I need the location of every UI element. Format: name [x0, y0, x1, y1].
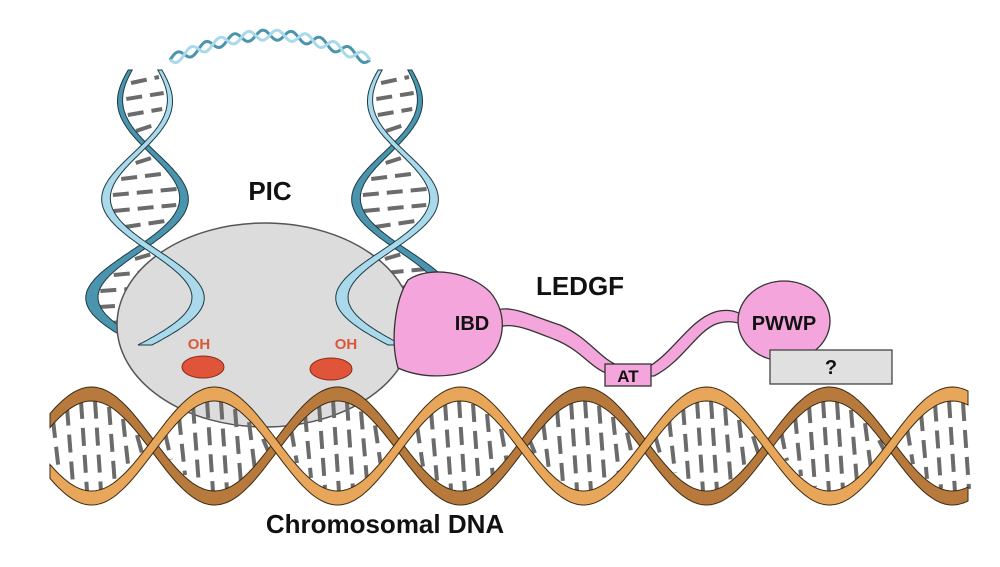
base-pair — [835, 401, 845, 491]
base-pair — [51, 419, 61, 473]
base-pair — [79, 400, 89, 492]
base-pair — [134, 251, 156, 261]
unknown-factor-box — [769, 349, 893, 385]
pwwp-label: PWWP — [752, 313, 816, 335]
oh-label-left: OH — [188, 336, 211, 353]
base-pair — [485, 413, 495, 479]
base-pair — [233, 408, 243, 484]
base-pair — [163, 432, 173, 460]
base-pair — [863, 422, 873, 470]
base-pair — [113, 203, 177, 213]
unknown-factor-label: ? — [825, 357, 837, 379]
base-pair — [415, 425, 425, 467]
base-pair — [219, 401, 229, 491]
base-pair — [919, 412, 929, 480]
base-pair — [457, 399, 467, 493]
base-pair — [569, 401, 579, 491]
base-pair — [135, 155, 155, 165]
oh-marker-left — [181, 355, 225, 379]
base-pair — [905, 427, 915, 465]
base-pair — [377, 107, 413, 117]
base-pair — [376, 91, 414, 101]
base-pair — [363, 203, 427, 213]
base-pair — [331, 399, 341, 493]
base-pair — [374, 219, 416, 229]
base-pair — [625, 432, 635, 460]
base-pair — [345, 402, 355, 490]
base-pair — [499, 428, 509, 464]
base-pair — [317, 403, 327, 489]
base-pair — [541, 421, 551, 471]
base-pair — [709, 400, 719, 492]
base-pair — [370, 171, 420, 181]
base-pair — [961, 402, 971, 490]
pic-label: PIC — [248, 176, 292, 206]
base-pair — [384, 251, 406, 261]
arch-strand-front — [169, 28, 372, 64]
base-pair — [933, 403, 943, 489]
base-pair — [385, 123, 405, 133]
base-pair — [723, 407, 733, 485]
base-pair — [191, 405, 201, 487]
base-pair — [807, 404, 817, 488]
base-pair — [443, 402, 453, 490]
base-pair — [380, 75, 410, 85]
base-pair — [112, 187, 178, 197]
base-pair — [135, 123, 155, 133]
ibd-domain — [393, 271, 503, 377]
base-pair — [681, 406, 691, 486]
base-pair — [373, 425, 383, 467]
base-pair — [303, 413, 313, 479]
chromosome-strand-back — [49, 386, 969, 506]
base-pair — [471, 403, 481, 489]
base-pair — [611, 416, 621, 476]
ibd-label: IBD — [455, 313, 489, 335]
base-pair — [93, 400, 103, 492]
base-pair — [126, 91, 164, 101]
base-pair — [135, 434, 145, 458]
base-pair — [667, 418, 677, 474]
base-pair — [555, 408, 565, 484]
chromosome-strand-front — [49, 386, 969, 506]
base-pair — [737, 419, 747, 473]
base-pair — [289, 428, 299, 464]
chromosomal-dna-helix — [49, 386, 971, 506]
base-pair — [177, 416, 187, 476]
base-pair — [127, 107, 163, 117]
ledgf-label: LEDGF — [536, 271, 624, 301]
base-pair — [597, 405, 607, 487]
chromosomal-dna-label: Chromosomal DNA — [266, 509, 505, 539]
base-pair — [124, 219, 166, 229]
viral-dna-left-strand-front — [101, 69, 205, 346]
viral-dna-arch — [168, 28, 372, 64]
oh-marker-right — [309, 357, 353, 381]
base-pair — [359, 411, 369, 481]
oh-label-right: OH — [335, 336, 358, 353]
base-pair — [120, 171, 170, 181]
base-pair — [947, 399, 957, 493]
base-pair — [130, 75, 160, 85]
base-pair — [821, 400, 831, 492]
base-pair — [205, 400, 215, 492]
chromosome-base-pairs — [51, 399, 971, 493]
base-pair — [385, 155, 405, 165]
base-pair — [65, 407, 75, 485]
base-pair — [779, 430, 789, 462]
ledgf-protein — [393, 271, 831, 387]
base-pair — [793, 415, 803, 477]
base-pair — [362, 187, 428, 197]
base-pair — [849, 409, 859, 483]
at-label: AT — [617, 367, 639, 386]
at-hook-domain — [604, 363, 652, 387]
base-pair — [247, 421, 257, 471]
base-pair — [107, 406, 117, 486]
base-pair — [695, 400, 705, 492]
base-pair — [429, 411, 439, 481]
base-pair — [121, 418, 131, 474]
base-pair — [583, 400, 593, 492]
